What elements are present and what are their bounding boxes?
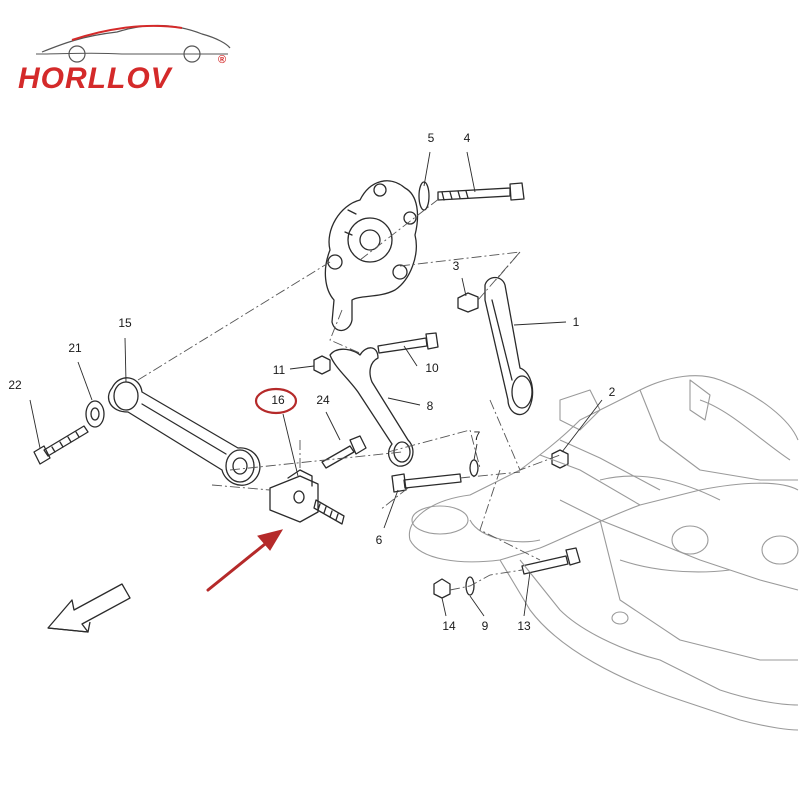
brand-logo: HORLLOV ®	[18, 14, 238, 95]
leader-lines	[29, 151, 603, 617]
bolt-10-part	[377, 332, 439, 354]
callout-13: 13	[517, 619, 531, 633]
nut-14-part	[433, 578, 451, 599]
red-pointer-arrow-icon	[206, 529, 284, 592]
nut-3-part	[457, 292, 479, 313]
assembly-lines	[137, 197, 561, 591]
callout-3: 3	[453, 259, 460, 273]
subframe-part	[408, 375, 799, 731]
callout-21: 21	[68, 341, 82, 355]
callout-15: 15	[118, 316, 132, 330]
washer-9-part	[465, 576, 475, 596]
callout-1: 1	[573, 315, 580, 329]
callout-4: 4	[464, 131, 471, 145]
highlight-circle	[254, 387, 298, 415]
arm-8-part	[329, 347, 414, 467]
bolt-6-part	[391, 473, 462, 493]
callout-9: 9	[482, 619, 489, 633]
nut-2-part	[551, 449, 569, 469]
callout-24: 24	[316, 393, 330, 407]
nut-11-part	[313, 355, 331, 375]
callout-5: 5	[428, 131, 435, 145]
bracket-16-part	[269, 469, 345, 525]
bolt-22-part	[33, 425, 89, 465]
washer-7-part	[469, 459, 479, 477]
link-1-part	[484, 276, 534, 416]
callout-6: 6	[376, 533, 383, 547]
washer-5-part	[418, 181, 430, 211]
callout-labels: 5 4 3 1 2 10 11 8 7 6 24 16 15 21 22 14 …	[8, 131, 615, 633]
car-silhouette-icon	[35, 24, 231, 63]
callout-22: 22	[8, 378, 22, 392]
brand-name: HORLLOV	[18, 62, 172, 95]
bolt-24-part	[321, 435, 367, 469]
front-direction-arrow-icon	[47, 583, 131, 633]
callout-8: 8	[427, 399, 434, 413]
callout-10: 10	[425, 361, 439, 375]
callout-7: 7	[474, 429, 481, 443]
link-15-part	[107, 377, 261, 486]
bolt-4-part	[437, 182, 525, 201]
bolt-13-part	[521, 547, 581, 575]
registered-mark: ®	[218, 54, 227, 66]
knuckle-part	[324, 180, 419, 332]
callout-14: 14	[442, 619, 456, 633]
callout-16: 16	[271, 393, 285, 407]
washer-21-part	[85, 400, 105, 428]
callout-11: 11	[273, 363, 286, 377]
callout-2: 2	[609, 385, 616, 399]
